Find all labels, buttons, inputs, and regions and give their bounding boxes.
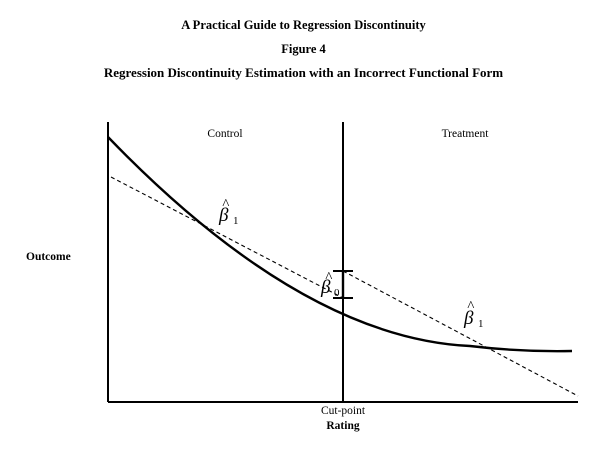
beta0-symbol: β [320,277,331,298]
true-outcome-curve [107,136,573,353]
beta1-control-hat: ^ [222,197,230,213]
beta1-treatment-hat: ^ [467,299,475,315]
cutpoint-tick-label: Cut-point [321,405,366,417]
control-regression-line [110,176,344,299]
beta1-treatment-subscript: 1 [478,318,484,330]
beta1-control-subscript: 1 [233,215,239,227]
beta0-subscript: 0 [334,287,340,299]
treatment-region-label: Treatment [442,128,490,140]
beta1-treatment-symbol: β [463,308,474,329]
y-axis-label: Outcome [26,251,71,263]
document-header: A Practical Guide to Regression Disconti… [181,18,426,32]
control-region-label: Control [207,128,242,140]
x-axis-label: Rating [326,420,359,432]
treatment-regression-line [342,270,579,397]
figure-title: Regression Discontinuity Estimation with… [103,65,504,80]
beta1-control-symbol: β [218,205,229,226]
figure-number: Figure 4 [281,42,326,56]
beta0-hat: ^ [325,270,333,286]
